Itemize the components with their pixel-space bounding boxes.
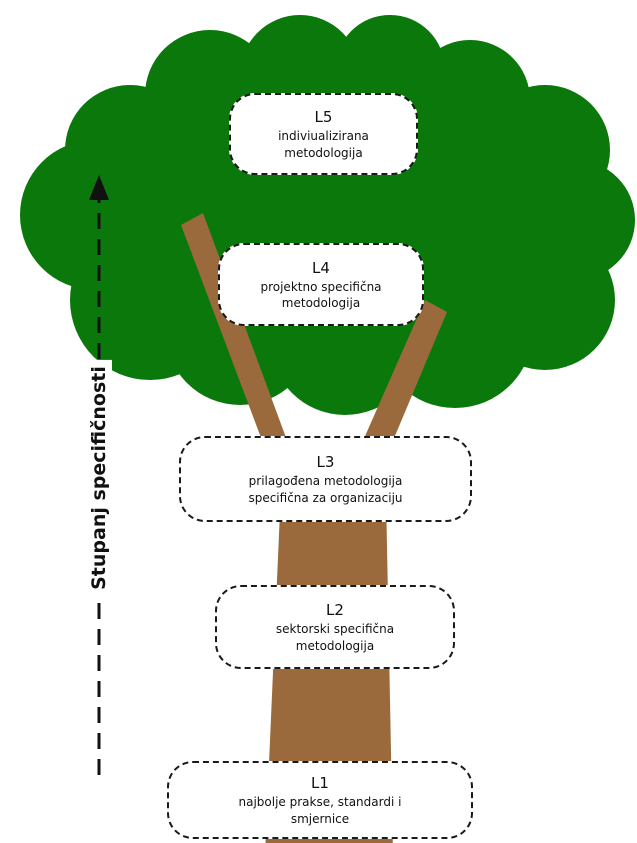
level-description-line: metodologija [284, 145, 363, 160]
level-id: L5 [314, 108, 333, 127]
level-box-l2: L2 sektorski specifična metodologija [215, 585, 455, 669]
level-description-line: indiviualizirana [278, 129, 369, 144]
level-id: L4 [312, 258, 330, 277]
level-id: L2 [326, 601, 344, 620]
level-id: L1 [311, 774, 329, 793]
foliage-crown [20, 15, 635, 415]
level-box-l3: L3 prilagođena metodologija specifična z… [179, 436, 472, 522]
level-description-line: projektno specifična [260, 279, 382, 294]
level-description-line: metodologija [281, 296, 361, 311]
axis-label: Stupanj specifičnosti [86, 360, 112, 596]
level-box-l5: L5 indiviualizirana metodologija [229, 93, 418, 175]
level-description-line: najbolje prakse, standardi i [238, 795, 402, 810]
level-description-line: prilagođena metodologija [248, 474, 403, 489]
level-box-l4: L4 projektno specifična metodologija [218, 243, 424, 326]
level-description-line: specifična za organizaciju [248, 490, 403, 505]
level-description-line: sektorski specifična [275, 622, 395, 637]
level-id: L3 [316, 453, 335, 472]
level-box-l1: L1 najbolje prakse, standardi i smjernic… [167, 761, 473, 839]
level-description-line: metodologija [295, 638, 375, 653]
level-description-line: smjernice [290, 811, 350, 826]
